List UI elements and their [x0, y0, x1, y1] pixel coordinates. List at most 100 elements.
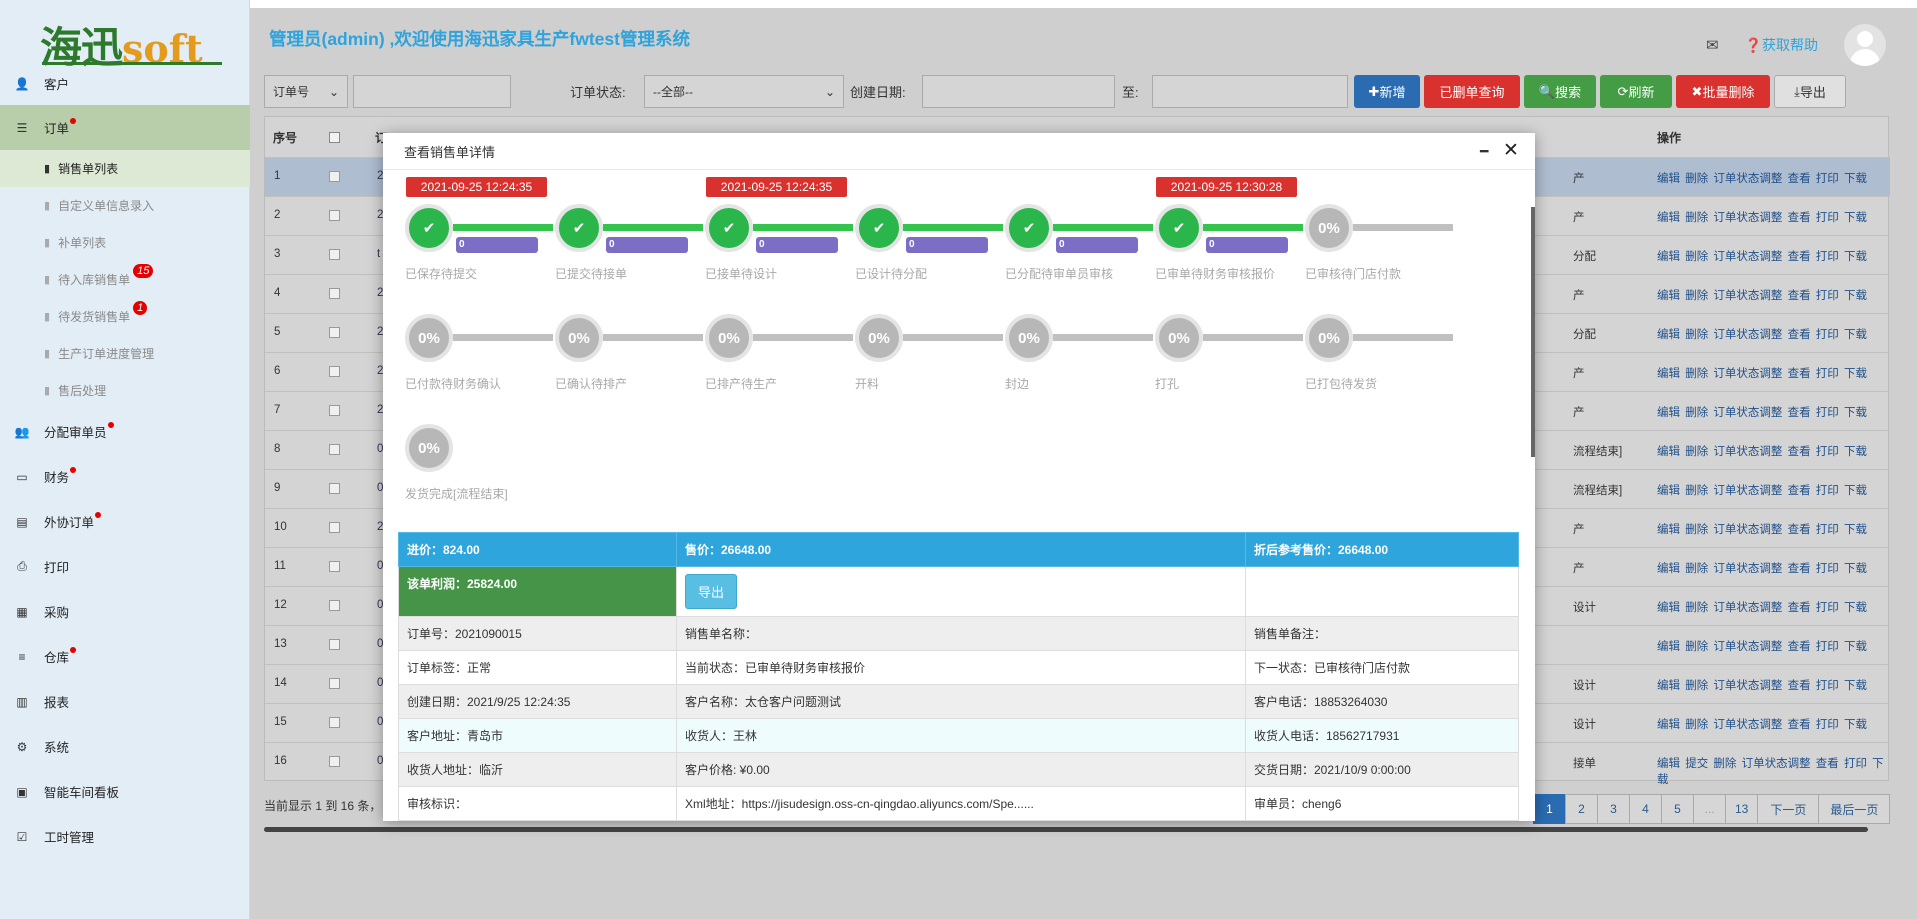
vertical-scrollbar[interactable]: [1531, 207, 1535, 457]
modal-header: 查看销售单详情 ━ ✕: [383, 133, 1535, 170]
sidebar-item-workshop-board[interactable]: ▣智能车间看板: [0, 769, 250, 814]
row-actions[interactable]: 编辑 删除 订单状态调整 查看 打印 下载: [1657, 329, 1867, 341]
minimize-icon[interactable]: ━: [1480, 143, 1489, 159]
row-actions[interactable]: 编辑 提交 删除 订单状态调整 查看 打印 下载: [1657, 758, 1884, 786]
row-checkbox[interactable]: [329, 522, 340, 533]
row-checkbox[interactable]: [329, 678, 340, 689]
row-checkbox[interactable]: [329, 249, 340, 260]
detail-row: 订单标签：正常当前状态：已审单待财务审核报价下一状态：已审核待门店付款: [398, 650, 1519, 685]
row-actions[interactable]: 编辑 删除 订单状态调整 查看 打印 下载: [1657, 641, 1867, 653]
detail-cell: 客户价格: ¥0.00: [676, 752, 1246, 787]
sidebar-item-system[interactable]: ⚙系统: [0, 724, 250, 769]
export-cell: 导出: [676, 566, 1246, 617]
batch-delete-button[interactable]: ✖批量删除: [1676, 75, 1770, 108]
row-actions[interactable]: 编辑 删除 订单状态调整 查看 打印 下载: [1657, 290, 1867, 302]
sidebar-item-order[interactable]: ☰订单: [0, 105, 250, 150]
row-actions[interactable]: 编辑 删除 订单状态调整 查看 打印 下载: [1657, 680, 1867, 692]
row-actions[interactable]: 编辑 删除 订单状态调整 查看 打印 下载: [1657, 446, 1867, 458]
row-checkbox[interactable]: [329, 366, 340, 377]
row-actions[interactable]: 编辑 删除 订单状态调整 查看 打印 下载: [1657, 368, 1867, 380]
modal-title: 查看销售单详情: [404, 144, 496, 160]
row-actions[interactable]: 编辑 删除 订单状态调整 查看 打印 下载: [1657, 251, 1867, 263]
submenu-label: 售后处理: [58, 384, 107, 398]
sidebar-item-purchase[interactable]: ▦采购: [0, 589, 250, 634]
deleted-query-button[interactable]: 已删单查询: [1424, 75, 1520, 108]
row-status: 产: [1573, 212, 1585, 224]
row-checkbox[interactable]: [329, 717, 340, 728]
sidebar-item-worktime[interactable]: ☑工时管理: [0, 814, 250, 859]
end-date-input[interactable]: [1152, 75, 1348, 108]
export-button[interactable]: ⤓导出: [1774, 75, 1846, 108]
field-select[interactable]: 订单号⌄: [264, 75, 348, 108]
row-actions[interactable]: 编辑 删除 订单状态调整 查看 打印 下载: [1657, 485, 1867, 497]
print-icon: ⎙: [17, 559, 27, 573]
logo: 海迅soft: [40, 14, 230, 72]
last-page-button[interactable]: 最后一页: [1818, 794, 1891, 824]
row-checkbox[interactable]: [329, 756, 340, 767]
row-checkbox[interactable]: [329, 288, 340, 299]
row-actions[interactable]: 编辑 删除 订单状态调整 查看 打印 下载: [1657, 173, 1867, 185]
sidebar-item-assign-reviewer[interactable]: 👥分配审单员: [0, 409, 250, 454]
col-header-select-all[interactable]: [321, 117, 340, 157]
row-actions[interactable]: 编辑 删除 订单状态调整 查看 打印 下载: [1657, 524, 1867, 536]
submenu-supplement-list[interactable]: ▮补单列表: [0, 224, 250, 261]
mail-icon[interactable]: ✉: [1706, 37, 1719, 54]
page-current[interactable]: 1: [1533, 794, 1566, 824]
page-4[interactable]: 4: [1629, 794, 1662, 824]
row-checkbox[interactable]: [329, 561, 340, 572]
horizontal-scrollbar[interactable]: [264, 827, 1868, 832]
submenu-sales-list[interactable]: ▮销售单列表: [0, 150, 250, 187]
search-button[interactable]: 🔍搜索: [1524, 75, 1596, 108]
row-actions[interactable]: 编辑 删除 订单状态调整 查看 打印 下载: [1657, 602, 1867, 614]
sidebar-item-warehouse[interactable]: ≡仓库: [0, 634, 250, 679]
add-button[interactable]: ✚新增: [1354, 75, 1420, 108]
row-actions[interactable]: 编辑 删除 订单状态调整 查看 打印 下载: [1657, 212, 1867, 224]
submenu-production-progress[interactable]: ▮生产订单进度管理: [0, 335, 250, 372]
sidebar-item-outsource[interactable]: ▤外协订单: [0, 499, 250, 544]
start-date-input[interactable]: [922, 75, 1115, 108]
avatar[interactable]: [1844, 24, 1887, 66]
row-checkbox[interactable]: [329, 483, 340, 494]
row-checkbox[interactable]: [329, 210, 340, 221]
row-checkbox[interactable]: [329, 405, 340, 416]
step-connector: [1053, 334, 1153, 341]
row-checkbox[interactable]: [329, 444, 340, 455]
submenu-after-sales[interactable]: ▮售后处理: [0, 372, 250, 409]
status-select[interactable]: --全部--⌄: [644, 75, 844, 108]
keyword-input[interactable]: [353, 75, 511, 108]
sidebar-item-print[interactable]: ⎙打印: [0, 544, 250, 589]
page-2[interactable]: 2: [1565, 794, 1598, 824]
row-order-no: 0: [377, 716, 384, 728]
sidebar-item-customer[interactable]: 👤客户: [0, 61, 250, 106]
detail-cell: 收货人电话：18562717931: [1245, 718, 1519, 753]
sidebar-item-report[interactable]: ▥报表: [0, 679, 250, 724]
close-icon[interactable]: ✕: [1503, 140, 1519, 161]
row-checkbox[interactable]: [329, 600, 340, 611]
row-checkbox[interactable]: [329, 171, 340, 182]
help-link[interactable]: ❓获取帮助: [1744, 37, 1819, 53]
row-checkbox[interactable]: [329, 327, 340, 338]
menu-label: 分配审单员: [44, 426, 107, 440]
flow-step: 0%已付款待财务确认: [383, 297, 553, 397]
row-order-no: 2: [377, 521, 384, 533]
step-label: 开料: [855, 377, 880, 391]
refresh-button[interactable]: ⟳刷新: [1600, 75, 1672, 108]
menu-label: 财务: [44, 471, 70, 485]
detail-export-button[interactable]: 导出: [685, 574, 738, 609]
row-checkbox[interactable]: [329, 639, 340, 650]
step-connector: [1203, 224, 1303, 231]
submenu-custom-entry[interactable]: ▮自定义单信息录入: [0, 187, 250, 224]
step-percent: 0%: [705, 314, 753, 362]
next-page-button[interactable]: 下一页: [1757, 794, 1820, 824]
row-actions[interactable]: 编辑 删除 订单状态调整 查看 打印 下载: [1657, 407, 1867, 419]
sidebar-item-finance[interactable]: ▭财务: [0, 454, 250, 499]
page-3[interactable]: 3: [1597, 794, 1630, 824]
page-13[interactable]: 13: [1725, 794, 1759, 824]
row-actions[interactable]: 编辑 删除 订单状态调整 查看 打印 下载: [1657, 563, 1867, 575]
row-actions[interactable]: 编辑 删除 订单状态调整 查看 打印 下载: [1657, 719, 1867, 731]
page-5[interactable]: 5: [1661, 794, 1694, 824]
